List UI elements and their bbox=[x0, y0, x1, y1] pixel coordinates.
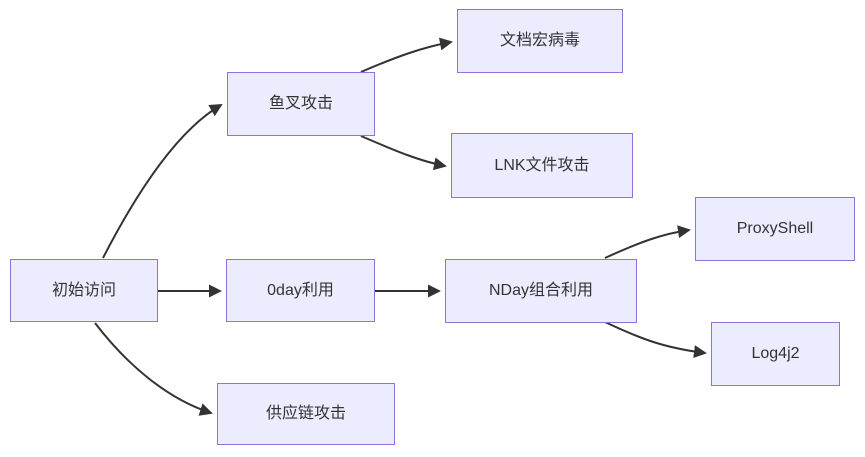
node-supply-chain-attack-label: 供应链攻击 bbox=[265, 405, 346, 423]
node-doc-macro-virus-label: 文档宏病毒 bbox=[499, 32, 580, 50]
node-zeroday-exploit-label: 0day利用 bbox=[267, 281, 334, 299]
edge-initial-access-to-spear-phishing bbox=[102, 104, 223, 259]
edge-nday-combo-to-proxyshell bbox=[604, 225, 691, 259]
node-zeroday-exploit: 0day利用 bbox=[226, 259, 375, 322]
edge-nday-combo-to-log4j2 bbox=[604, 321, 707, 359]
node-initial-access: 初始访问 bbox=[10, 259, 158, 322]
edge-spear-phishing-to-lnk-file-attack bbox=[360, 135, 447, 171]
node-lnk-file-attack: LNK文件攻击 bbox=[451, 133, 633, 198]
node-spear-phishing-label: 鱼叉攻击 bbox=[268, 95, 333, 113]
edge-spear-phishing-to-doc-macro-virus bbox=[360, 37, 453, 73]
node-proxyshell-label: ProxyShell bbox=[736, 220, 814, 238]
node-nday-combo-exploit: NDay组合利用 bbox=[445, 259, 637, 323]
node-log4j2-label: Log4j2 bbox=[751, 345, 800, 363]
edge-initial-access-to-supply-chain bbox=[94, 322, 213, 416]
node-initial-access-label: 初始访问 bbox=[51, 281, 116, 299]
node-proxyshell: ProxyShell bbox=[695, 197, 855, 261]
node-doc-macro-virus: 文档宏病毒 bbox=[457, 9, 623, 73]
node-spear-phishing: 鱼叉攻击 bbox=[227, 72, 375, 136]
node-log4j2: Log4j2 bbox=[711, 322, 840, 386]
node-nday-combo-exploit-label: NDay组合利用 bbox=[488, 282, 593, 300]
node-supply-chain-attack: 供应链攻击 bbox=[217, 383, 395, 445]
node-lnk-file-attack-label: LNK文件攻击 bbox=[494, 156, 590, 174]
